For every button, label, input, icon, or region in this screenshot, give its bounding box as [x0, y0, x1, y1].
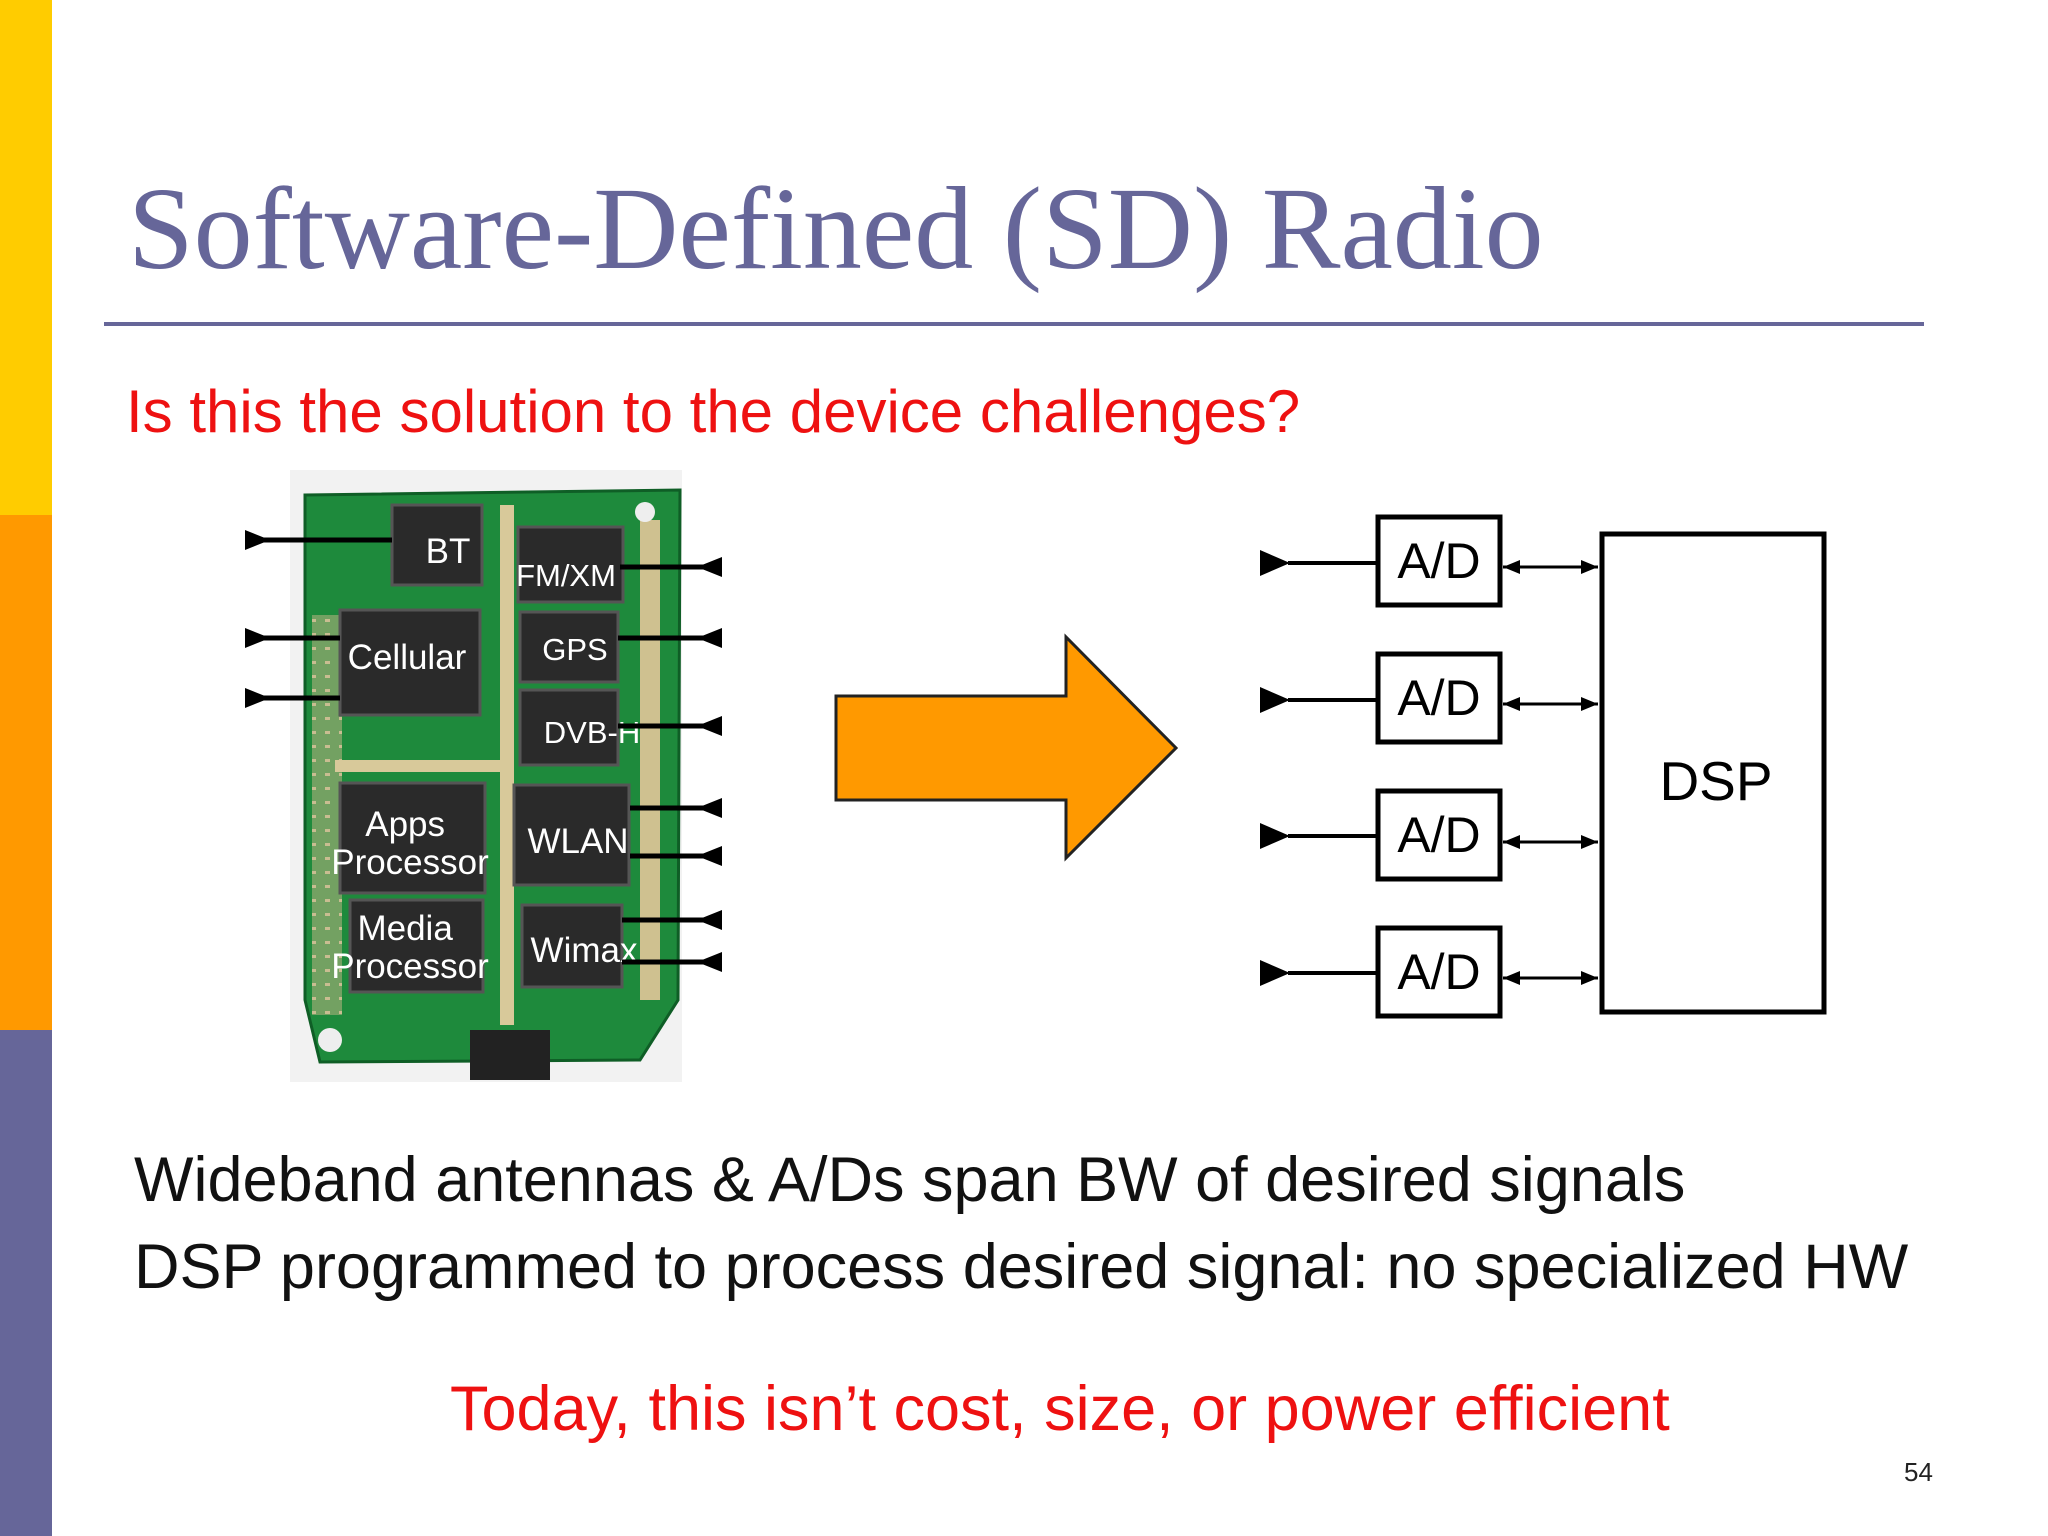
chip-label-apps-processor: Apps Processor: [331, 805, 489, 882]
chip-label-dvbh: DVB-H: [544, 715, 640, 750]
adc-box-2: [1375, 651, 1503, 745]
chip-label-bt: BT: [426, 532, 471, 571]
chip-label-cellular: Cellular: [348, 638, 467, 677]
chip-fmxm: FM/XM: [516, 525, 625, 604]
adc-row-3: A/D: [1260, 788, 1598, 882]
sidebar-color-bar: [0, 0, 52, 1536]
chip-cellular: Cellular: [338, 608, 482, 717]
adc-label-2: A/D: [1397, 670, 1480, 726]
slide-title: Software-Defined (SD) Radio: [128, 163, 1544, 294]
chip-label-media-processor-text-line-2: Processor: [331, 947, 489, 986]
title-divider: [104, 322, 1924, 326]
adc-row-2: A/D: [1260, 651, 1598, 745]
adc-box-4: [1375, 925, 1503, 1019]
board-lead-arrowheads: [245, 530, 722, 972]
chip-label-wimax: Wimax: [531, 931, 638, 970]
adc-box-3: [1375, 788, 1503, 882]
chip-apps-processor: Apps Processor: [331, 781, 489, 895]
chip-label-media-processor-text: Media: [357, 909, 453, 948]
bullet-1: Wideband antennas & A/Ds span BW of desi…: [134, 1145, 1686, 1215]
adc-row-1: A/D: [1260, 514, 1598, 608]
chip-wimax: Wimax: [520, 903, 638, 989]
dsp-label: DSP: [1659, 750, 1772, 812]
dsp-box: [1599, 531, 1827, 1015]
adc-row-4: A/D: [1260, 925, 1598, 1019]
page-number: 54: [1904, 1457, 1933, 1487]
chip-label-wlan: WLAN: [527, 822, 628, 861]
chip-dvbh: DVB-H: [518, 688, 640, 767]
sidebar-purple-segment: [0, 1030, 52, 1536]
chip-media-processor: Media Processor: [331, 898, 489, 994]
conclusion-text: Today, this isn’t cost, size, or power e…: [450, 1374, 1670, 1444]
chip-label-apps-processor-text: Apps: [365, 805, 445, 844]
bullet-2: DSP programmed to process desired signal…: [134, 1232, 1909, 1302]
chip-label-fmxm: FM/XM: [516, 558, 616, 593]
chip-gps: GPS: [518, 610, 620, 684]
chip-wlan: WLAN: [512, 783, 631, 887]
adc-label-1: A/D: [1397, 533, 1480, 589]
slide-question: Is this the solution to the device chall…: [126, 378, 1301, 445]
chip-label-gps: GPS: [542, 632, 607, 667]
chip-label-apps-processor-text-line-2: Processor: [331, 843, 489, 882]
adc-box-1: [1375, 514, 1503, 608]
sidebar-orange-segment: [0, 515, 52, 1030]
adc-label-3: A/D: [1397, 807, 1480, 863]
transition-arrow-icon: [834, 633, 1179, 862]
chip-label-media-processor: Media Processor: [331, 909, 489, 986]
chip-bt: BT: [390, 503, 484, 587]
adc-label-4: A/D: [1397, 944, 1480, 1000]
sidebar-yellow-segment: [0, 0, 52, 515]
